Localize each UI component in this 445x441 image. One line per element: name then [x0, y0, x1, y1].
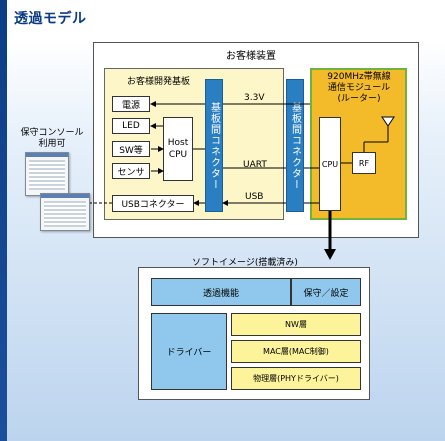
module-cpu-label: CPU [321, 159, 339, 169]
sensor-block: センサ [112, 163, 150, 179]
software-title: ソフトイメージ(搭載済み) [192, 258, 298, 268]
signal-power-label: 3.3V [244, 93, 265, 103]
switch-label: SW等 [119, 145, 143, 156]
rf-label: RF [358, 158, 370, 168]
board-connector-left-label: 基板間コネクター [208, 101, 220, 190]
usb-connector-block: USBコネクター [112, 195, 194, 212]
software-arrow-head [324, 249, 336, 260]
phy-layer-block: 物理層(PHYドライバー) [231, 367, 361, 390]
transparent-function-block: 透過機能 [151, 278, 291, 306]
host-cpu-label: Host CPU [167, 138, 189, 160]
driver-label: ドライバー [166, 348, 212, 358]
driver-block: ドライバー [151, 313, 227, 390]
power-label: 電源 [121, 100, 140, 111]
board-connector-right-label: 基板間コネクター [289, 101, 301, 190]
customer-board-title: お客様開発基板 [127, 77, 191, 87]
customer-device-title: お客様装置 [226, 51, 276, 62]
led-label: LED [122, 121, 140, 131]
maintenance-setting-block: 保守／設定 [291, 278, 361, 306]
board-connector-right: 基板間コネクター [286, 79, 304, 212]
mac-layer-label: MAC層(MAC制御) [263, 347, 329, 356]
phy-layer-label: 物理層(PHYドライバー) [253, 374, 339, 383]
sensor-label: センサ [117, 167, 145, 178]
board-connector-left: 基板間コネクター [205, 79, 223, 212]
module-cpu-block: CPU [319, 117, 341, 211]
left-accent-band [0, 0, 7, 441]
console-screenshot-2 [40, 193, 90, 231]
maintenance-setting-label: 保守／設定 [303, 288, 349, 299]
antenna-icon [381, 116, 395, 127]
signal-uart-label: UART [243, 160, 267, 170]
signal-usb-label: USB [245, 192, 264, 202]
power-block: 電源 [112, 96, 150, 112]
usb-connector-label: USBコネクター [121, 200, 185, 210]
radio-module-title: 920MHz帯無線 通信モジュール (ルーター) [327, 72, 391, 104]
page-title: 透過モデル [14, 11, 87, 27]
transparent-function-label: 透過機能 [202, 288, 239, 299]
led-block: LED [112, 118, 150, 134]
nw-layer-label: NW層 [285, 320, 307, 329]
nw-layer-block: NW層 [231, 313, 361, 336]
console-screenshot-1 [25, 152, 69, 196]
switch-block: SW等 [112, 141, 150, 157]
maintenance-console-label: 保守コンソール 利用可 [20, 128, 84, 149]
rf-block: RF [352, 152, 376, 174]
mac-layer-block: MAC層(MAC制御) [231, 340, 361, 363]
